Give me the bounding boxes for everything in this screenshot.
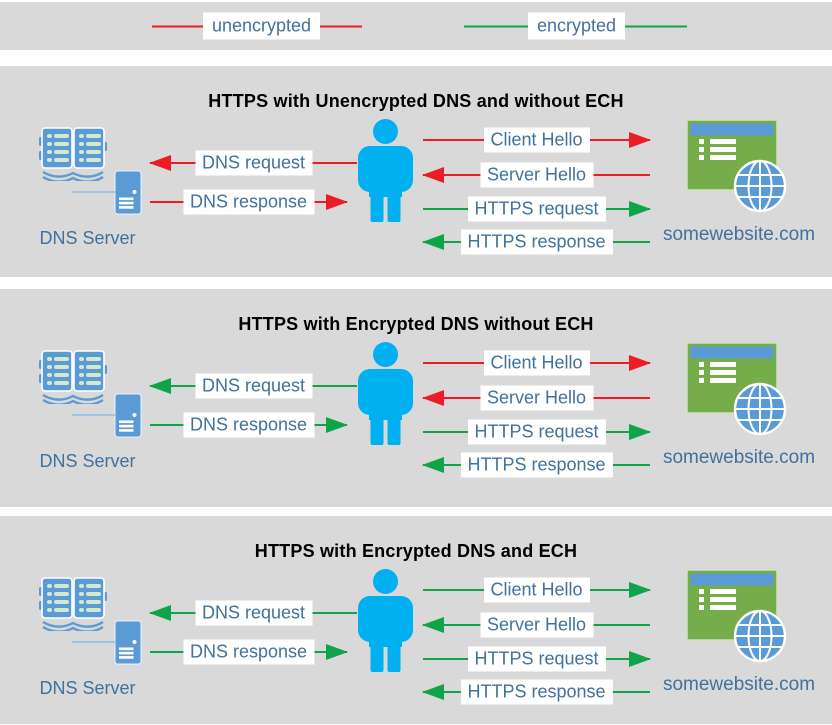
arrow-label: DNS request xyxy=(194,600,313,626)
dns-book-icon xyxy=(39,127,107,181)
arrow-label: Server Hello xyxy=(479,612,594,638)
arrowhead-icon xyxy=(422,167,444,183)
arrow-label: DNS response xyxy=(182,412,315,438)
arrow-label: Server Hello xyxy=(479,162,594,188)
arrow-label: HTTPS request xyxy=(467,646,606,672)
arrowhead-icon xyxy=(422,390,444,406)
arrow-label: Client Hello xyxy=(483,127,590,153)
arrowhead-icon xyxy=(422,684,444,700)
arrowhead-icon xyxy=(149,378,171,394)
panel-encrypted-dns-no-ech: HTTPS with Encrypted DNS without ECH DNS… xyxy=(0,289,832,507)
unencrypted-line-icon xyxy=(152,25,203,27)
panel-title: HTTPS with Encrypted DNS and ECH xyxy=(254,540,578,561)
arrowhead-icon xyxy=(149,605,171,621)
arrowhead-icon xyxy=(629,201,651,217)
arrowhead-icon xyxy=(629,355,651,371)
arrow-label: DNS response xyxy=(182,189,315,215)
dns-server-label: DNS Server xyxy=(39,451,136,471)
arrowhead-icon xyxy=(629,424,651,440)
arrowhead-icon xyxy=(422,617,444,633)
dns-book-icon xyxy=(39,350,107,404)
user-icon xyxy=(358,569,413,672)
unencrypted-line-icon xyxy=(320,25,363,27)
encrypted-line-icon xyxy=(625,25,688,27)
legend-label-encrypted: encrypted xyxy=(528,12,626,40)
encrypted-line-icon xyxy=(464,25,528,27)
arrowhead-icon xyxy=(629,651,651,667)
arrow-label: Client Hello xyxy=(483,350,590,376)
arrow-label: Server Hello xyxy=(479,385,594,411)
website-icon xyxy=(686,569,787,663)
dns-server-tower-icon xyxy=(114,170,142,215)
arrow-label: HTTPS response xyxy=(460,679,613,705)
arrowhead-icon xyxy=(422,457,444,473)
website-icon xyxy=(686,342,787,436)
panel-unencrypted-dns-no-ech: HTTPS with Unencrypted DNS and without E… xyxy=(0,66,832,277)
legend-bar: unencrypted encrypted xyxy=(0,2,832,50)
arrowhead-icon xyxy=(326,417,348,433)
dns-server-tower-icon xyxy=(114,620,142,665)
website-label: somewebsite.com xyxy=(662,224,816,245)
arrowhead-icon xyxy=(326,194,348,210)
arrow-label: HTTPS response xyxy=(460,452,613,478)
dns-connector-line xyxy=(72,191,116,193)
arrow-label: Client Hello xyxy=(483,577,590,603)
legend-label-unencrypted: unencrypted xyxy=(203,12,321,40)
legend-item-unencrypted: unencrypted xyxy=(152,12,363,40)
user-icon xyxy=(358,342,413,445)
arrow-label: DNS request xyxy=(194,150,313,176)
arrowhead-icon xyxy=(629,132,651,148)
website-label: somewebsite.com xyxy=(662,447,816,468)
panel-title: HTTPS with Unencrypted DNS and without E… xyxy=(208,90,624,111)
arrow-label: HTTPS response xyxy=(460,229,613,255)
panel-encrypted-dns-with-ech: HTTPS with Encrypted DNS and ECH DNS Ser… xyxy=(0,516,832,724)
arrowhead-icon xyxy=(629,582,651,598)
arrowhead-icon xyxy=(422,234,444,250)
user-icon xyxy=(358,119,413,222)
dns-book-icon xyxy=(39,577,107,631)
panel-title: HTTPS with Encrypted DNS without ECH xyxy=(238,313,594,334)
arrowhead-icon xyxy=(326,644,348,660)
dns-connector-line xyxy=(72,641,116,643)
arrow-label: HTTPS request xyxy=(467,419,606,445)
website-icon xyxy=(686,119,787,213)
arrow-label: HTTPS request xyxy=(467,196,606,222)
arrowhead-icon xyxy=(149,155,171,171)
arrow-label: DNS response xyxy=(182,639,315,665)
dns-server-label: DNS Server xyxy=(39,228,136,248)
dns-server-label: DNS Server xyxy=(39,678,136,698)
dns-server-tower-icon xyxy=(114,393,142,438)
website-label: somewebsite.com xyxy=(662,674,816,695)
arrow-label: DNS request xyxy=(194,373,313,399)
dns-connector-line xyxy=(72,414,116,416)
legend-item-encrypted: encrypted xyxy=(464,12,688,40)
